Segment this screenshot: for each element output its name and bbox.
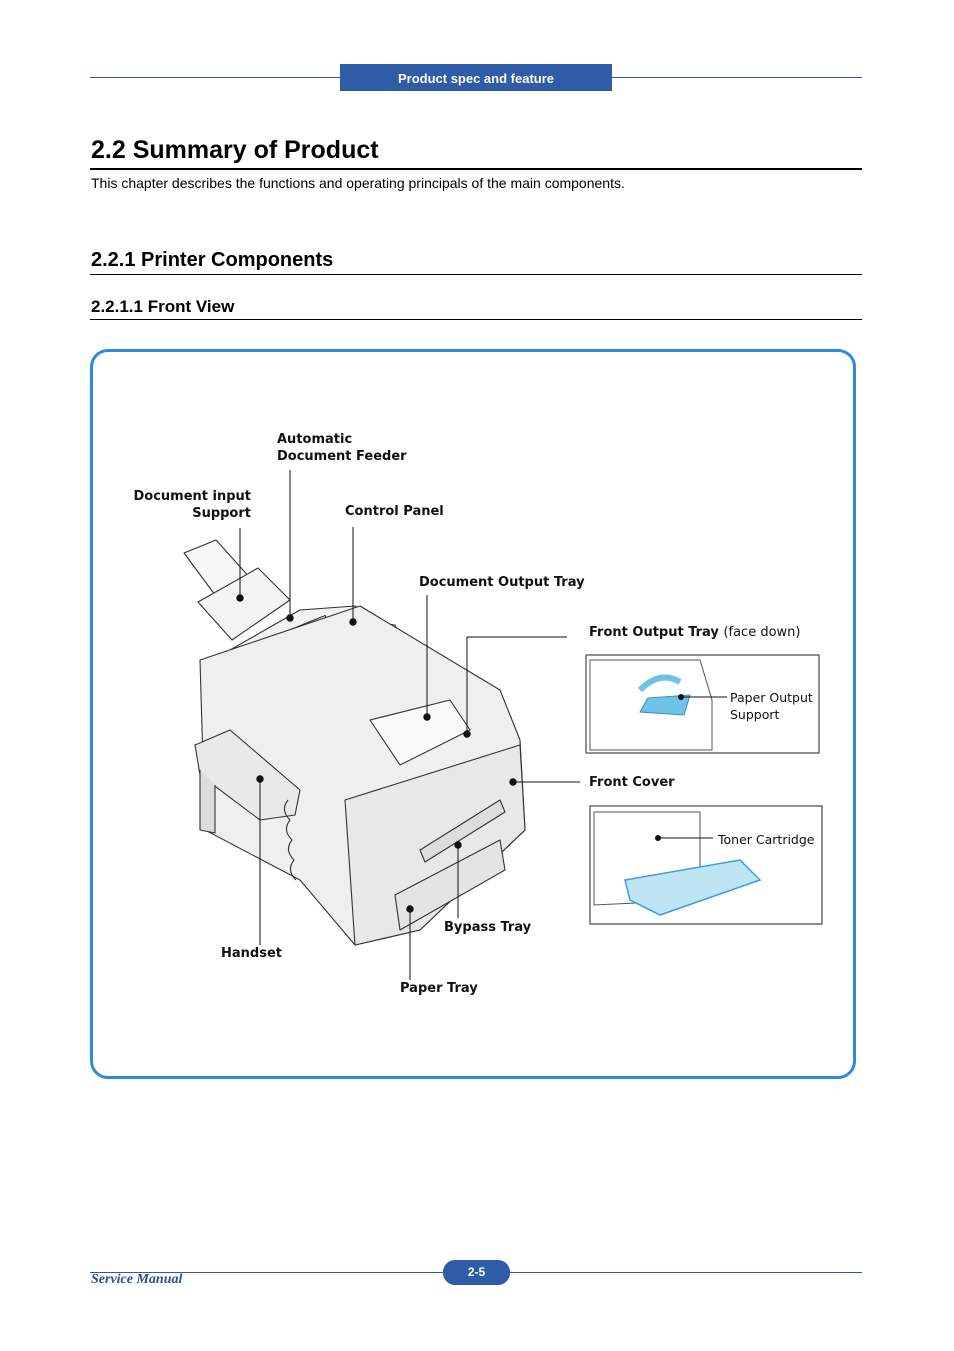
label-doc-input-line1: Document input	[133, 489, 251, 504]
section-title: 2.2 Summary of Product	[91, 136, 379, 164]
label-front-cover: Front Cover	[589, 775, 675, 790]
label-front-output-tray-note: (face down)	[723, 625, 801, 640]
label-paper-tray: Paper Tray	[400, 981, 478, 996]
subsubsection-title-rule	[90, 319, 862, 320]
label-front-output-tray: Front Output Tray (face down)	[589, 624, 800, 641]
page-number: 2-5	[443, 1260, 510, 1285]
section-intro: This chapter describes the functions and…	[91, 175, 625, 191]
label-adf-line2: Document Feeder	[277, 449, 407, 464]
subsection-title-rule	[90, 274, 862, 275]
label-bypass-tray: Bypass Tray	[444, 920, 532, 935]
label-paper-output-line2: Support	[730, 707, 780, 722]
label-front-output-tray-name: Front Output Tray	[589, 625, 719, 640]
label-toner-cartridge: Toner Cartridge	[718, 832, 815, 847]
header-chapter-tab: Product spec and feature	[340, 64, 612, 91]
label-document-input-support: Document input Support	[128, 488, 251, 522]
inset-paper-output-support	[585, 654, 820, 754]
label-doc-input-line2: Support	[192, 506, 251, 521]
label-handset: Handset	[221, 946, 282, 961]
label-paper-output-line1: Paper Output	[730, 690, 813, 705]
label-document-output-tray: Document Output Tray	[419, 575, 585, 590]
subsubsection-title: 2.2.1.1 Front View	[91, 297, 235, 316]
label-adf: Automatic Document Feeder	[277, 431, 407, 465]
label-control-panel: Control Panel	[345, 504, 444, 519]
figure-frame	[90, 349, 856, 1079]
section-title-rule	[90, 168, 862, 170]
footer-manual-title: Service Manual	[91, 1272, 183, 1287]
inset-toner-cartridge	[589, 805, 823, 925]
label-paper-output-support: Paper Output Support	[730, 689, 813, 723]
subsection-title: 2.2.1 Printer Components	[91, 249, 334, 271]
label-adf-line1: Automatic	[277, 432, 353, 447]
